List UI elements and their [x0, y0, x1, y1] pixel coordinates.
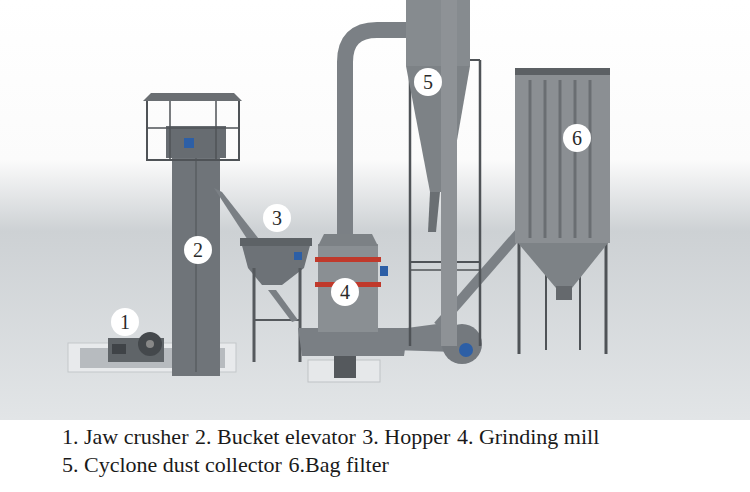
- caption-item: 5. Cyclone dust collector: [62, 452, 282, 477]
- cyclone-dust-collector: [406, 0, 480, 346]
- caption-line: 5. Cyclone dust collector 6.Bag filter: [62, 452, 395, 478]
- caption-item: 6.Bag filter: [289, 452, 389, 477]
- callout-number: 4: [331, 278, 359, 306]
- floor-ground: [0, 0, 750, 420]
- caption-ground: [0, 420, 750, 492]
- caption-item: 4. Grinding mill: [457, 424, 599, 449]
- callout-number: 2: [184, 236, 212, 264]
- callout-number: 5: [414, 68, 442, 96]
- hopper: [214, 188, 312, 362]
- bucket-elevator: [143, 93, 242, 376]
- caption-item: 3. Hopper: [362, 424, 450, 449]
- grinding-mill: [298, 30, 412, 382]
- callout-number: 6: [563, 124, 591, 152]
- callout-number: 1: [111, 308, 139, 336]
- bag-filter: [515, 68, 610, 354]
- caption-line: 1. Jaw crusher 2. Bucket elevator3. Hoppe…: [62, 424, 606, 450]
- callout-number: 3: [263, 204, 291, 232]
- caption-item: 1. Jaw crusher: [62, 424, 188, 449]
- caption-item: 2. Bucket elevator: [195, 424, 356, 449]
